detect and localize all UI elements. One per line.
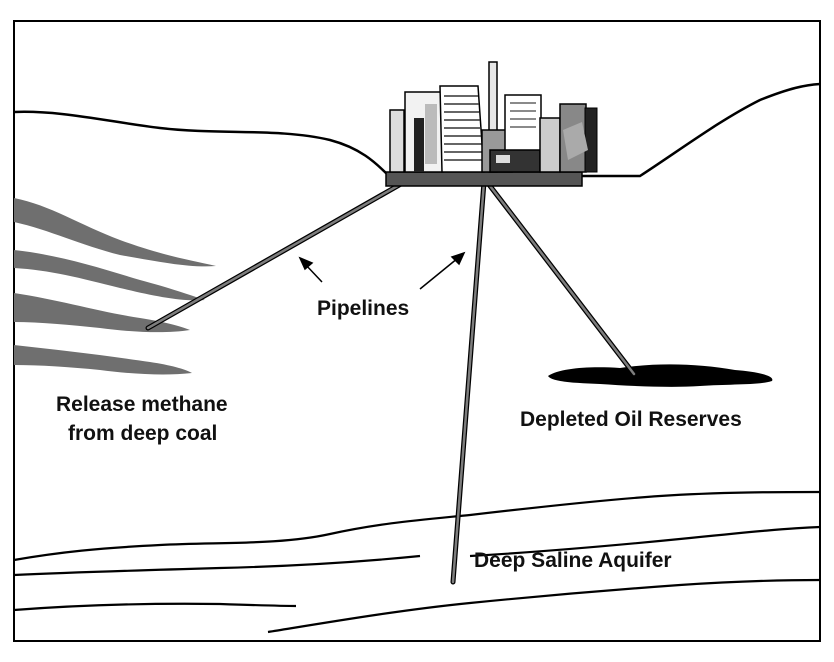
label-coal-line2: from deep coal	[68, 422, 217, 445]
aquifer-lower-line-left	[13, 602, 297, 612]
label-coal-line1: Release methane	[56, 393, 228, 416]
aquifer-middle-line-left	[13, 554, 421, 577]
aquifer-top-line	[13, 490, 821, 562]
pipeline-coal	[146, 178, 410, 330]
coal-seam-4	[14, 345, 192, 375]
aquifer-layers	[13, 490, 821, 634]
ground-surface-right	[580, 82, 821, 178]
arrow-right-head-icon	[450, 251, 466, 266]
arrow-right-shaft	[419, 257, 459, 290]
coal-seam-3	[14, 293, 190, 333]
coal-seam-1	[14, 198, 216, 267]
arrows	[298, 251, 466, 290]
aquifer-middle-line-right	[469, 525, 821, 558]
pipeline-oil	[485, 180, 636, 376]
arrow-left-head-icon	[298, 256, 314, 271]
label-depleted-oil: Depleted Oil Reserves	[520, 408, 742, 431]
coal-seams	[14, 198, 216, 375]
label-saline-aquifer: Deep Saline Aquifer	[474, 549, 672, 572]
ground-surface-left	[13, 110, 389, 176]
coal-seam-2	[14, 250, 205, 301]
pipeline-aquifer	[451, 180, 486, 584]
label-pipelines: Pipelines	[317, 297, 409, 320]
oil-reservoir	[548, 364, 773, 387]
aquifer-lower-line-right	[267, 578, 821, 634]
industrial-plant-icon	[385, 61, 598, 187]
pipelines	[145, 177, 637, 585]
